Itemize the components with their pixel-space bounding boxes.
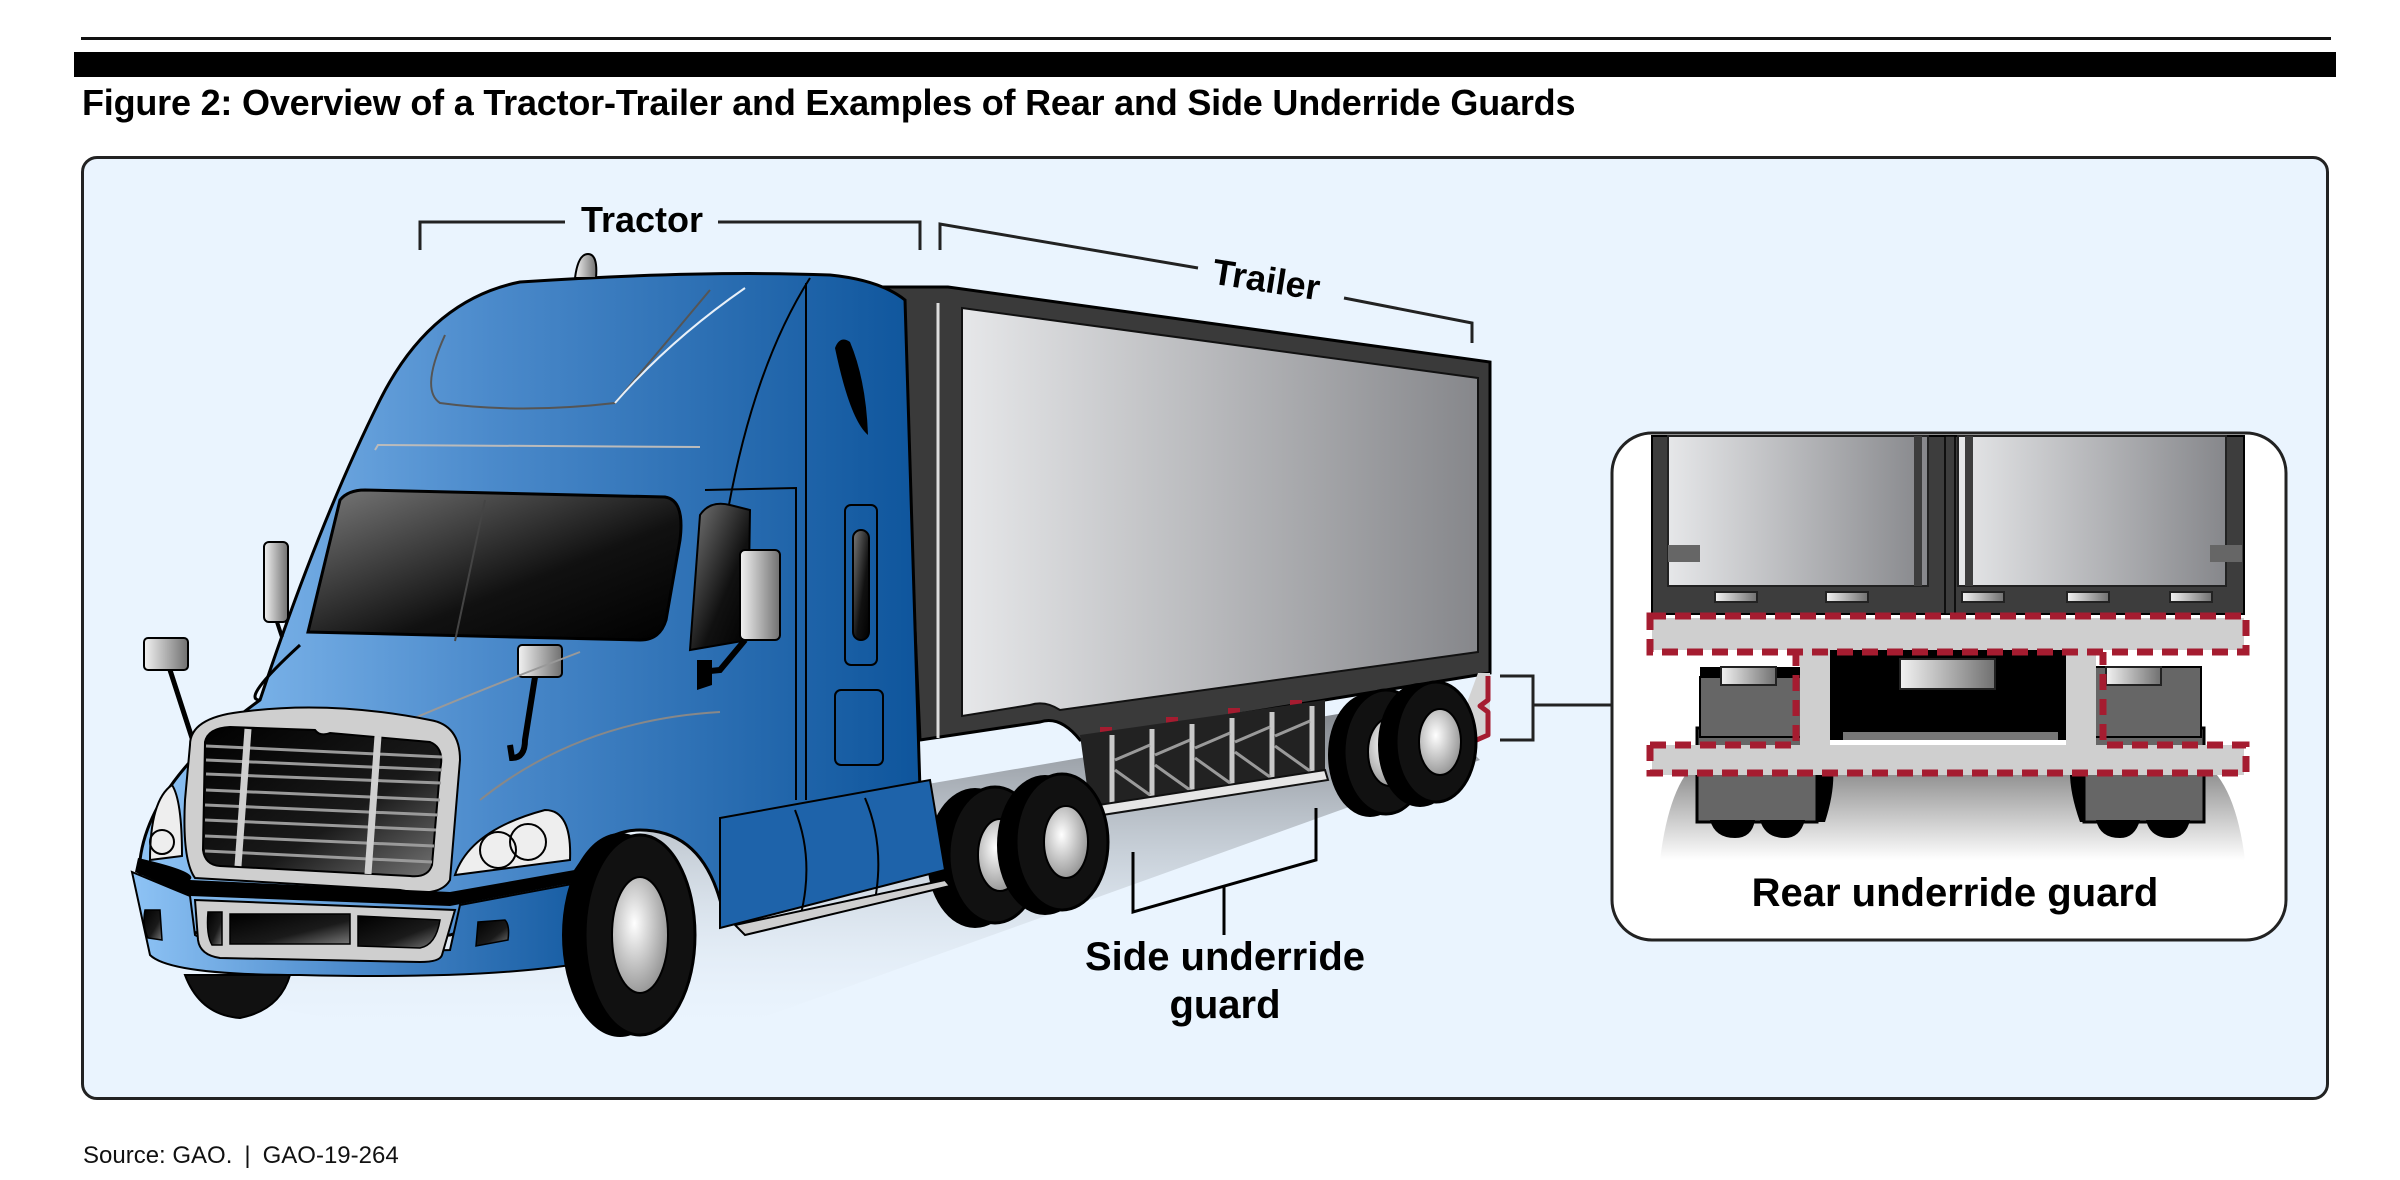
- grille-verticals: [234, 728, 382, 875]
- hood-mirror-right: [517, 644, 563, 678]
- fog-light-left: [143, 909, 163, 941]
- door-handle: [852, 529, 870, 641]
- side-guard-label-line1: Side underride: [1085, 935, 1365, 979]
- source-separator: |: [244, 1142, 251, 1169]
- headlight-left: [148, 783, 184, 862]
- door-handle-panel: [844, 504, 878, 666]
- inset-latch-right: [2210, 545, 2242, 562]
- roof-panel-line: [430, 289, 711, 410]
- inset-door-bar-left: [1914, 436, 1922, 586]
- windshield: [306, 488, 683, 642]
- headlight-right: [453, 808, 572, 877]
- fog-light-right: [475, 919, 510, 947]
- trailer-bracket: [938, 222, 1474, 343]
- inset-reflectors: [1714, 591, 2213, 603]
- front-left-wheel: [183, 974, 292, 1020]
- rear-guard-label: Rear underride guard: [1752, 871, 2159, 915]
- side-guard-label-line2: guard: [1169, 983, 1280, 1027]
- fuel-tank-seam-2: [864, 797, 880, 901]
- mirror-mount: [697, 660, 712, 690]
- trailer-wheels: [1328, 680, 1478, 817]
- windshield-trim: [374, 443, 701, 451]
- lower-grille-vents: [206, 911, 441, 949]
- bumper-stripe: [135, 858, 620, 906]
- trailer-side-panel: [961, 306, 1479, 718]
- headlight-right-lamp-1: [479, 831, 517, 869]
- hood-mirror-right-arm: [507, 676, 538, 762]
- side-mirror: [739, 549, 781, 641]
- side-fairing: [719, 778, 947, 930]
- report-id: GAO-19-264: [262, 1142, 399, 1169]
- hood-crease: [409, 651, 581, 721]
- front-wheel: [562, 833, 697, 1037]
- inset-door-seam: [1944, 435, 1956, 615]
- tractor: [130, 252, 1110, 1037]
- tractor-bracket: [418, 220, 922, 250]
- roof-highlight: [614, 287, 746, 404]
- headlight-right-lamp-2: [509, 823, 547, 861]
- rear-guard-side-outline: [1470, 676, 1491, 745]
- body-crease: [479, 711, 721, 801]
- trailer: [874, 285, 1492, 818]
- hood-mirror-left-arm: [167, 669, 195, 739]
- inset-door-bar-right: [1965, 436, 1973, 586]
- source-text: Source: GAO.: [83, 1142, 233, 1169]
- headlight-left-lamp: [149, 829, 175, 855]
- step-rail: [732, 878, 952, 937]
- hood-mirror-left: [143, 637, 189, 671]
- side-guard-bracket: [1131, 808, 1318, 935]
- tractor-label: Tractor: [581, 199, 703, 240]
- marker-lights: [1100, 700, 1302, 733]
- roof-marker-light: [573, 252, 598, 279]
- windshield-divider: [454, 499, 486, 642]
- door-outline: [704, 486, 797, 800]
- tall-mirror-arm: [275, 621, 284, 638]
- inset-rear-underride-guard: [1646, 612, 2250, 777]
- cab-vent: [835, 339, 868, 435]
- source-note: Source: GAO. | GAO-19-264: [83, 1142, 399, 1170]
- tall-mirror: [263, 541, 289, 623]
- hood-line: [253, 643, 302, 702]
- tractor-drive-wheels: [927, 772, 1110, 928]
- side-underride-guard: [1080, 700, 1330, 818]
- trailer-label: Trailer: [1210, 251, 1323, 308]
- fuel-tank-seam-1: [794, 809, 808, 919]
- top-rule: [81, 37, 2331, 40]
- inset-latch-left: [1668, 545, 1700, 562]
- inset-door-right: [1957, 435, 2227, 587]
- inset-door-left: [1667, 435, 1929, 587]
- rear-view-inset: Rear underride guard: [1610, 431, 2288, 942]
- figure-title: Figure 2: Overview of a Tractor-Trailer …: [82, 82, 1576, 123]
- header-bar: [74, 52, 2336, 77]
- step-panel: [834, 689, 884, 766]
